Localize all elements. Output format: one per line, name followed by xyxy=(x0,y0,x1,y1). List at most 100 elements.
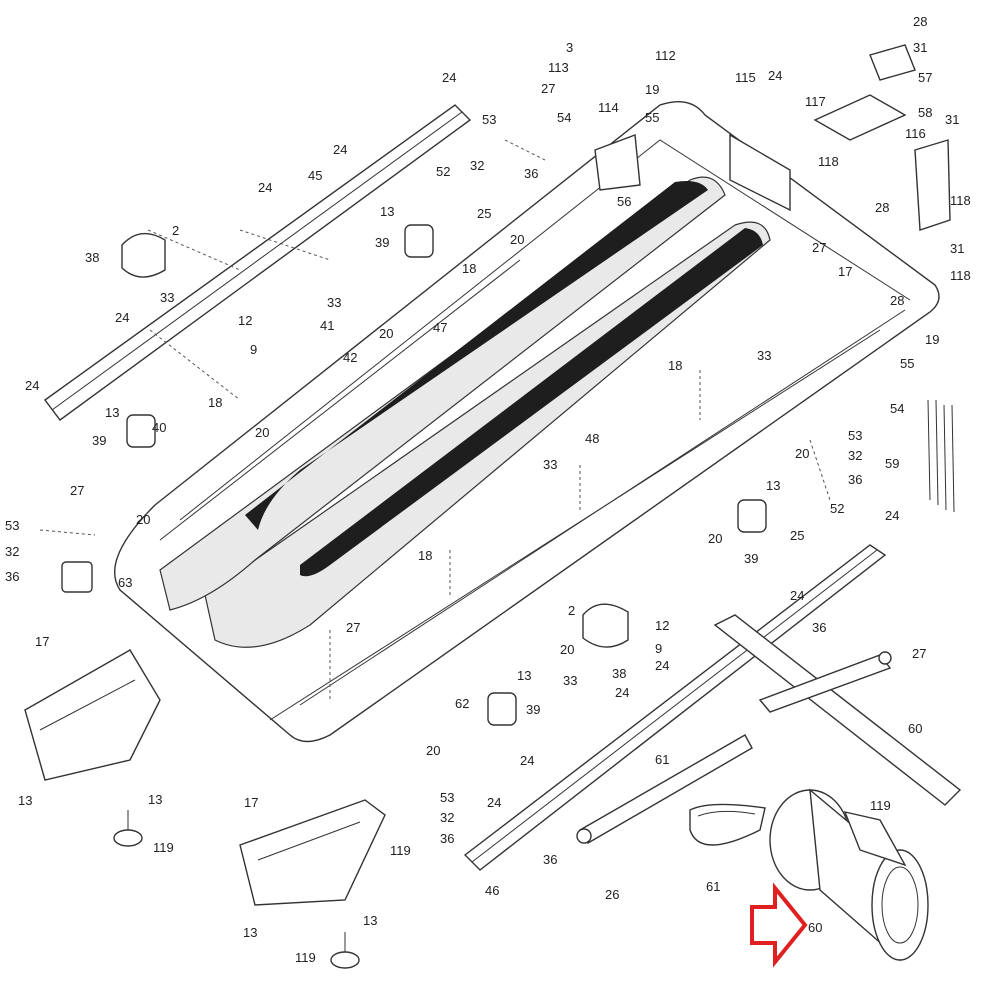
callout-51: 56 xyxy=(617,194,631,209)
callout-20-c: 20 xyxy=(255,425,269,440)
callout-46: 48 xyxy=(585,431,599,446)
callout-60: 119 xyxy=(390,843,411,858)
bracket-51 xyxy=(594,134,641,191)
part-39-c xyxy=(737,499,767,533)
callout-39-c: 39 xyxy=(744,551,758,566)
callout-9-a: 9 xyxy=(250,342,257,357)
callout-59: 62 xyxy=(455,696,469,711)
callout-38-b: 38 xyxy=(612,666,626,681)
callout-20-b: 20 xyxy=(379,326,393,341)
callout-18-a: 18 xyxy=(462,261,476,276)
part-38-center xyxy=(582,603,629,648)
part-116 xyxy=(914,139,951,231)
callout-62-a: 119 xyxy=(153,840,174,855)
part-63 xyxy=(61,561,93,593)
callout-63: 63 xyxy=(118,575,132,590)
callout-50-b: 55 xyxy=(900,356,914,371)
callout-15-a: 17 xyxy=(35,634,49,649)
hood-60 xyxy=(239,799,386,906)
callout-18-c: 18 xyxy=(668,358,682,373)
callout-43: 45 xyxy=(308,168,322,183)
base-frame-55 xyxy=(713,614,962,806)
callout-36-a: 36 xyxy=(524,166,538,181)
callout-33-a: 33 xyxy=(160,290,174,305)
callout-25-a: 25 xyxy=(477,206,491,221)
callout-19-a: 24 xyxy=(442,70,456,85)
callout-26-e: 27 xyxy=(912,646,926,661)
callout-19-j: 24 xyxy=(520,753,534,768)
callout-119: 119 xyxy=(870,798,891,813)
callout-36-b: 36 xyxy=(5,569,19,584)
callout-33-c: 33 xyxy=(757,348,771,363)
callout-116: 116 xyxy=(905,126,926,141)
callout-19-b: 24 xyxy=(333,142,347,157)
callout-32-c: 32 xyxy=(848,448,862,463)
callout-48-d: 53 xyxy=(440,790,454,805)
callout-38-a: 38 xyxy=(85,250,99,265)
callout-20-g: 20 xyxy=(560,642,574,657)
callout-57: 61 xyxy=(706,879,720,894)
callout-112: 112 xyxy=(655,48,676,63)
callout-32-b: 32 xyxy=(5,544,19,559)
callout-48-c: 53 xyxy=(848,428,862,443)
callout-20-f: 20 xyxy=(708,531,722,546)
callout-118-c: 118 xyxy=(950,268,971,283)
belt-57 xyxy=(689,803,766,846)
callout-118-b: 118 xyxy=(950,193,971,208)
callout-13-b: 13 xyxy=(105,405,119,420)
callout-19-f: 24 xyxy=(885,508,899,523)
callout-13-f: 13 xyxy=(148,792,162,807)
callout-28-b: 28 xyxy=(875,200,889,215)
callout-19-c: 24 xyxy=(258,180,272,195)
part-39-b xyxy=(126,414,156,448)
callout-117: 117 xyxy=(805,94,826,109)
callout-20-a: 20 xyxy=(510,232,524,247)
callout-31-c: 31 xyxy=(950,241,964,256)
callout-113: 113 xyxy=(548,60,569,75)
callout-39-a: 39 xyxy=(375,235,389,250)
callout-118-a: 118 xyxy=(818,154,839,169)
callout-52: 57 xyxy=(918,70,932,85)
callout-27: 26 xyxy=(605,887,619,902)
callout-48-b: 53 xyxy=(5,518,19,533)
highlight-arrow xyxy=(750,882,808,968)
plate-117 xyxy=(813,94,907,141)
callout-26-d: 27 xyxy=(346,620,360,635)
callout-33-d: 33 xyxy=(543,457,557,472)
callout-18-b: 18 xyxy=(208,395,222,410)
callout-50-a: 55 xyxy=(645,110,659,125)
callout-36-f: 36 xyxy=(543,852,557,867)
callout-9-b: 9 xyxy=(655,641,662,656)
callout-31-b: 31 xyxy=(945,112,959,127)
part-39-d xyxy=(487,692,517,726)
lift-tube-58 xyxy=(576,734,753,844)
callout-24: 24 xyxy=(768,68,782,83)
cover-119 xyxy=(843,811,907,867)
foot-62b xyxy=(330,932,360,969)
callout-54: 59 xyxy=(885,456,899,471)
callout-18-d: 18 xyxy=(418,548,432,563)
callout-20-h: 20 xyxy=(426,743,440,758)
callout-13-h: 13 xyxy=(363,913,377,928)
callout-12-b: 12 xyxy=(655,618,669,633)
callout-41: 41 xyxy=(320,318,334,333)
callout-13-c: 13 xyxy=(766,478,780,493)
callout-36-d: 36 xyxy=(812,620,826,635)
callout-39-b: 39 xyxy=(92,433,106,448)
callout-20-e: 20 xyxy=(795,446,809,461)
callout-31-a: 31 xyxy=(913,40,927,55)
rail-44 xyxy=(463,544,887,871)
callout-19-h: 24 xyxy=(655,658,669,673)
callout-32-a: 32 xyxy=(470,158,484,173)
callout-33-e: 33 xyxy=(563,673,577,688)
callout-114: 114 xyxy=(598,100,619,115)
callout-56: 60 xyxy=(808,920,822,935)
callout-55: 60 xyxy=(908,721,922,736)
callout-26-a: 27 xyxy=(541,81,555,96)
callout-15-c: 17 xyxy=(244,795,258,810)
callout-42: 42 xyxy=(343,350,357,365)
plate-52 xyxy=(869,44,916,81)
callout-40: 40 xyxy=(152,420,166,435)
callout-3: 3 xyxy=(566,40,573,55)
callout-13-d: 13 xyxy=(517,668,531,683)
